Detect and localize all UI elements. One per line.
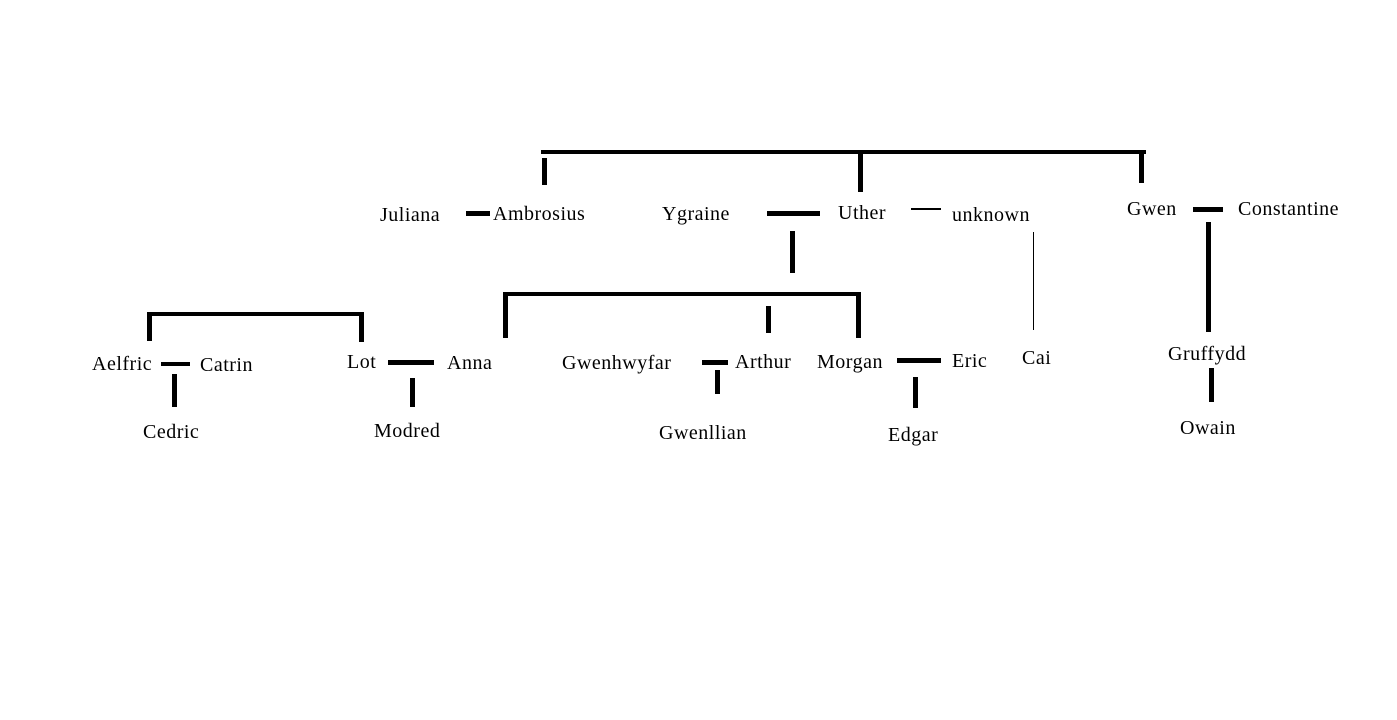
left-drop-lot <box>359 316 364 342</box>
gen2-sibling-line <box>503 292 861 296</box>
person-anna: Anna <box>447 352 493 374</box>
person-juliana: Juliana <box>380 204 441 226</box>
person-aelfric: Aelfric <box>92 353 153 375</box>
marriage-bar-aelfric-catrin <box>161 362 190 366</box>
descent-unknown-cai <box>1033 232 1034 330</box>
union-line-uther-unknown <box>911 208 941 210</box>
descent-gwenllian <box>715 370 720 394</box>
person-edgar: Edgar <box>888 424 939 446</box>
person-eric: Eric <box>952 350 988 372</box>
person-lot: Lot <box>347 351 377 373</box>
gen1-drop-uther <box>858 153 863 192</box>
gen1-sibling-line <box>541 150 1146 154</box>
person-owain: Owain <box>1180 417 1236 439</box>
gen2-drop-morgan <box>856 292 861 338</box>
marriage-bar-gwen-constantine <box>1193 207 1223 212</box>
marriage-bar-gwenhwyfar-arthur <box>702 360 728 365</box>
person-constantine: Constantine <box>1238 198 1340 220</box>
descent-ygraine-uther <box>790 231 795 273</box>
descent-gruffydd-owain <box>1209 368 1214 402</box>
descent-edgar <box>913 377 918 408</box>
person-arthur: Arthur <box>735 351 792 373</box>
person-morgan: Morgan <box>817 351 883 373</box>
person-cedric: Cedric <box>143 421 200 443</box>
person-unknown: unknown <box>952 204 1030 226</box>
person-ygraine: Ygraine <box>662 203 730 225</box>
person-uther: Uther <box>838 202 887 224</box>
descent-gwen-constantine-gruffydd <box>1206 222 1211 332</box>
marriage-bar-lot-anna <box>388 360 434 365</box>
left-drop-aelfric <box>147 316 152 341</box>
gen1-drop-gwen <box>1139 150 1144 183</box>
person-gruffydd: Gruffydd <box>1168 343 1247 365</box>
person-gwenllian: Gwenllian <box>659 422 747 444</box>
marriage-bar-morgan-eric <box>897 358 941 363</box>
person-gwenhwyfar: Gwenhwyfar <box>562 352 672 374</box>
person-catrin: Catrin <box>200 354 253 376</box>
marriage-bar-ygraine-uther <box>767 211 820 216</box>
gen2-drop-arthur <box>766 306 771 333</box>
descent-cedric <box>172 374 177 407</box>
marriage-bar-juliana-ambrosius <box>466 211 490 216</box>
person-gwen: Gwen <box>1127 198 1177 220</box>
left-sibling-line <box>147 312 364 316</box>
person-cai: Cai <box>1022 347 1052 369</box>
gen1-drop-ambrosius <box>542 158 547 185</box>
gen2-drop-anna <box>503 292 508 338</box>
person-ambrosius: Ambrosius <box>493 203 586 225</box>
person-modred: Modred <box>374 420 441 442</box>
descent-modred <box>410 378 415 407</box>
